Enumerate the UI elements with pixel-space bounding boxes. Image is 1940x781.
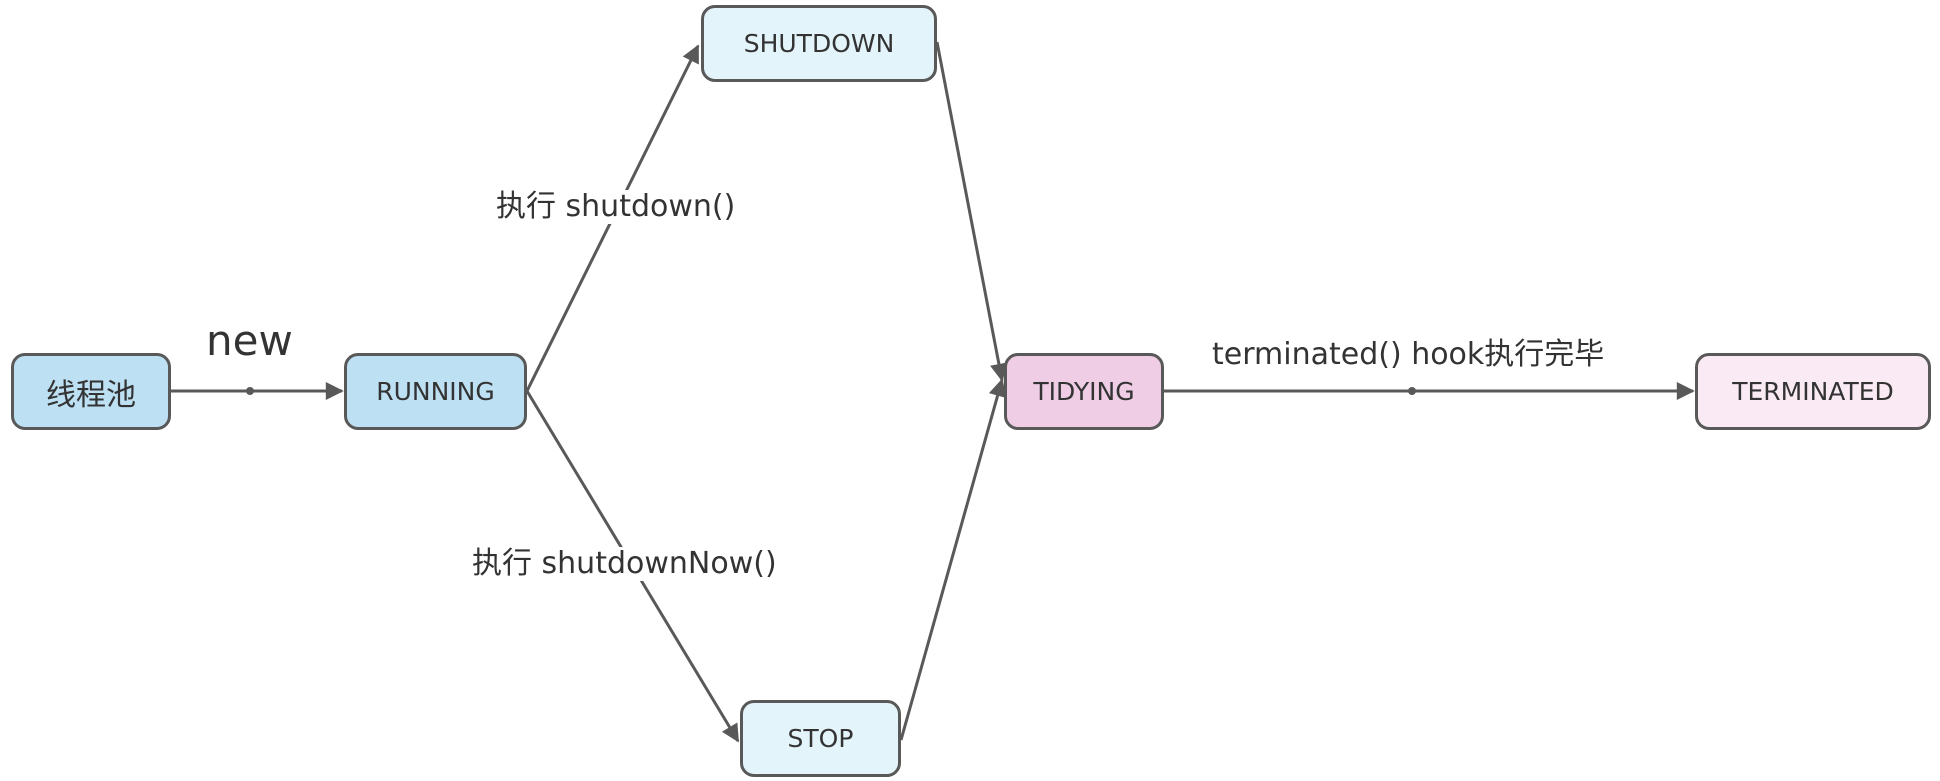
- node-stop: STOP: [740, 700, 901, 777]
- edge-shutdown-to-tidying: [935, 41, 1008, 382]
- edge-label-new: new: [206, 316, 293, 365]
- node-running-label: RUNNING: [376, 377, 495, 406]
- edge-hook-done-midpoint: [1408, 387, 1416, 395]
- node-thread-pool-label: 线程池: [46, 377, 136, 413]
- node-thread-pool: 线程池: [11, 353, 171, 430]
- node-stop-label: STOP: [787, 724, 854, 753]
- node-terminated: TERMINATED: [1695, 353, 1931, 430]
- edge-label-shutdown-now: 执行 shutdownNow(): [468, 547, 781, 581]
- edge-label-shutdown: 执行 shutdown(): [492, 190, 740, 224]
- node-tidying-label: TIDYING: [1033, 377, 1135, 406]
- edge-label-hook-done: terminated() hook执行完毕: [1212, 337, 1605, 372]
- node-tidying: TIDYING: [1004, 353, 1164, 430]
- node-shutdown: SHUTDOWN: [701, 5, 937, 82]
- edge-stop-to-tidying: [899, 378, 1007, 741]
- node-shutdown-label: SHUTDOWN: [743, 29, 895, 58]
- node-running: RUNNING: [344, 353, 527, 430]
- edge-new-midpoint: [246, 387, 254, 395]
- node-terminated-label: TERMINATED: [1732, 377, 1894, 406]
